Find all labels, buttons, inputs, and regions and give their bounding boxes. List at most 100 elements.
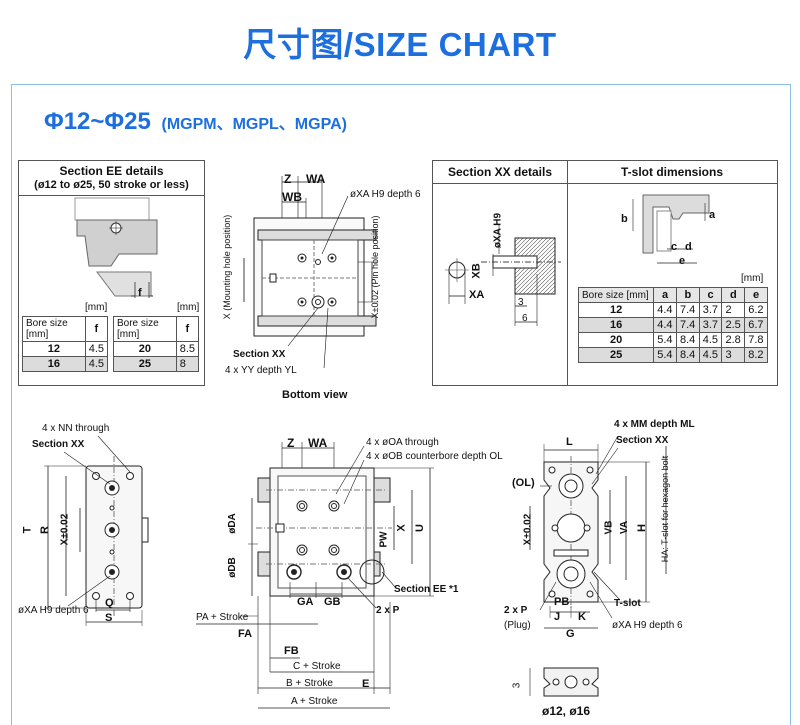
front-a-label: A + Stroke	[291, 696, 338, 707]
right-dim-j: J	[554, 611, 561, 623]
bottom-xa-label: øXA H9 depth 6	[350, 189, 421, 200]
right-dim-g: G	[566, 628, 575, 640]
series-heading: Φ12~Φ25 (MGPM、MGPL、MGPA)	[44, 108, 347, 136]
left-section-label: Section XX	[32, 439, 85, 450]
right-dim-h: H	[635, 524, 648, 532]
front-dim-da: øDA	[226, 513, 238, 534]
front-ob-label: 4 x øOB counterbore depth OL	[366, 451, 503, 462]
bore-small-detail-drawing	[529, 667, 599, 697]
xx-dim-xa-h9: øXA H9	[492, 212, 504, 249]
col-bore-size: Bore size [mm]	[22, 316, 86, 342]
front-dim-fa: FA	[238, 628, 253, 640]
table-row: 16 4.4 7.4 3.7 2.5 6.7	[577, 317, 768, 333]
right-dim-va: VA	[619, 520, 631, 535]
bottom-dim-wa: WA	[306, 172, 326, 186]
table-row: 25 8	[113, 356, 200, 372]
left-view-drawing	[44, 435, 149, 626]
front-dim-e: E	[362, 678, 370, 690]
bore-note: ø12, ø16	[542, 704, 591, 718]
front-oa-label: 4 x øOA through	[366, 437, 439, 448]
model-list: (MGPM、MGPL、MGPA)	[161, 116, 347, 133]
section-ee-unit-right: [mm]	[177, 302, 200, 313]
bottom-x-mounting-label: X (Mounting hole position)	[222, 214, 232, 320]
xx-dim-3: 3	[518, 297, 524, 308]
right-plug-label: (Plug)	[504, 620, 531, 631]
section-ee-unit-left: [mm]	[85, 302, 108, 313]
left-dim-s: S	[105, 612, 113, 624]
front-dim-u: U	[413, 524, 426, 532]
left-dim-r: R	[38, 526, 51, 534]
right-dim-pb: PB	[554, 596, 570, 608]
right-ol-label: (OL)	[512, 477, 535, 489]
tslot-unit: [mm]	[741, 273, 764, 284]
front-dim-gb: GB	[324, 596, 341, 608]
bottom-view-caption: Bottom view	[282, 389, 348, 401]
col-bore-size: Bore size [mm]	[577, 287, 655, 303]
table-row: 12 4.5	[22, 341, 109, 357]
page-title: 尺寸图/SIZE CHART	[243, 26, 557, 63]
xx-dim-xb: XB	[470, 263, 483, 279]
front-b-label: B + Stroke	[286, 678, 333, 689]
section-xx-title: Section XX details	[447, 165, 553, 179]
front-dim-z: Z	[287, 436, 295, 450]
section-ee-subtitle: (ø12 to ø25, 50 stroke or less)	[34, 179, 189, 191]
col-d: d	[721, 287, 746, 303]
front-pa-label: PA + Stroke	[196, 612, 249, 623]
right-p-label: 2 x P	[504, 605, 528, 616]
col-f: f	[84, 316, 109, 342]
bottom-yy-label: 4 x YY depth YL	[225, 365, 297, 376]
section-ee-dim-f: f	[138, 287, 142, 299]
col-b: b	[675, 287, 700, 303]
front-section-ee-label: Section EE *1	[394, 584, 459, 595]
front-p-label: 2 x P	[376, 605, 400, 616]
right-view-drawing	[529, 435, 667, 629]
front-dim-x: X	[395, 524, 408, 532]
right-xa-label: øXA H9 depth 6	[612, 620, 683, 631]
table-row: 12 4.4 7.4 3.7 2 6.2	[577, 302, 768, 318]
bottom-section-label: Section XX	[233, 349, 286, 360]
col-f: f	[175, 316, 200, 342]
table-row: 25 5.4 8.4 4.5 3 8.2	[577, 347, 768, 363]
right-ha-label: HA: T-slot for hexagon bolt	[660, 455, 670, 563]
section-ee-divider	[19, 195, 204, 196]
left-dim-q: Q	[105, 597, 114, 609]
right-dim-k: K	[578, 611, 586, 623]
table-row: 20 5.4 8.4 4.5 2.8 7.8	[577, 332, 768, 348]
xx-dim-6: 6	[522, 313, 528, 324]
right-section-label: Section XX	[616, 435, 669, 446]
left-nn-label: 4 x NN through	[42, 423, 110, 434]
panel-column-divider	[567, 161, 568, 385]
section-xx-panel: Section XX details T-slot dimensions øXA…	[432, 160, 778, 386]
section-xx-drawing	[445, 224, 561, 326]
section-ee-table-right: Bore size [mm] f 20 8.5 25 8	[113, 316, 200, 372]
tslot-drawing	[632, 194, 710, 264]
right-dim-l: L	[566, 436, 573, 448]
panel-header-divider	[433, 183, 777, 184]
col-a: a	[653, 287, 677, 303]
bottom-x-pin-label: X±0.02 (Pin hole position)	[370, 215, 380, 319]
front-dim-wa: WA	[308, 436, 328, 450]
right-dim-3: 3	[511, 682, 523, 689]
tslot-dim-b: b	[621, 213, 628, 225]
content-frame	[11, 84, 791, 725]
tslot-table: Bore size [mm] a b c d e 12 4.4 7.4 3.7 …	[577, 287, 768, 363]
left-dim-t: T	[21, 526, 34, 534]
right-dim-vb: VB	[603, 520, 615, 535]
front-view-drawing	[196, 442, 434, 709]
section-ee-drawing	[74, 197, 158, 298]
table-row: 16 4.5	[22, 356, 109, 372]
xx-dim-xa: XA	[469, 289, 485, 301]
col-e: e	[744, 287, 768, 303]
bottom-dim-wb: WB	[282, 190, 302, 204]
table-row: 20 8.5	[113, 341, 200, 357]
bore-range: Φ12~Φ25	[44, 108, 151, 135]
left-dim-x-tol: X±0.02	[59, 513, 71, 546]
right-mm-label: 4 x MM depth ML	[614, 419, 695, 430]
bottom-dim-z: Z	[284, 172, 292, 186]
section-ee-panel: Section EE details (ø12 to ø25, 50 strok…	[18, 160, 205, 386]
right-dim-x-tol: X±0.02	[522, 513, 534, 546]
right-tslot-label: T-slot	[614, 598, 641, 609]
front-dim-fb: FB	[284, 645, 299, 657]
col-bore-size: Bore size [mm]	[113, 316, 177, 342]
tslot-title: T-slot dimensions	[620, 165, 723, 179]
